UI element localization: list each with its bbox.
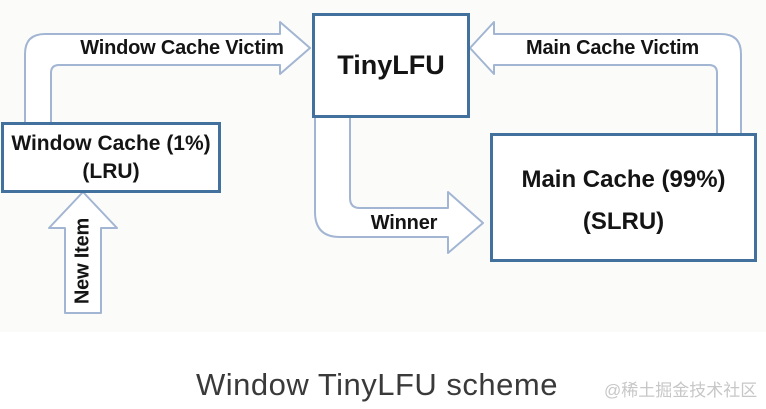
winner-arrow — [314, 114, 484, 254]
tinylfu-title: TinyLFU — [337, 50, 445, 80]
diagram-caption: Window TinyLFU scheme — [196, 367, 558, 402]
new-item-arrow — [48, 191, 118, 314]
window-cache-victim-label: Window Cache Victim — [80, 37, 284, 59]
window-cache-victim-arrow — [24, 21, 311, 127]
window-cache-node: Window Cache (1%) (LRU) — [1, 122, 221, 193]
main-cache-victim-label: Main Cache Victim — [526, 37, 699, 59]
window-cache-subtitle: (LRU) — [82, 159, 140, 183]
tinylfu-node: TinyLFU — [312, 13, 470, 118]
main-cache-node: Main Cache (99%) (SLRU) — [490, 133, 757, 262]
watermark-text: @稀土掘金技术社区 — [604, 381, 758, 400]
new-item-label: New Item — [71, 217, 94, 305]
window-cache-title: Window Cache (1%) — [11, 131, 211, 155]
main-cache-subtitle: (SLRU) — [582, 207, 665, 235]
winner-label: Winner — [370, 212, 438, 234]
main-cache-title: Main Cache (99%) — [521, 165, 726, 193]
